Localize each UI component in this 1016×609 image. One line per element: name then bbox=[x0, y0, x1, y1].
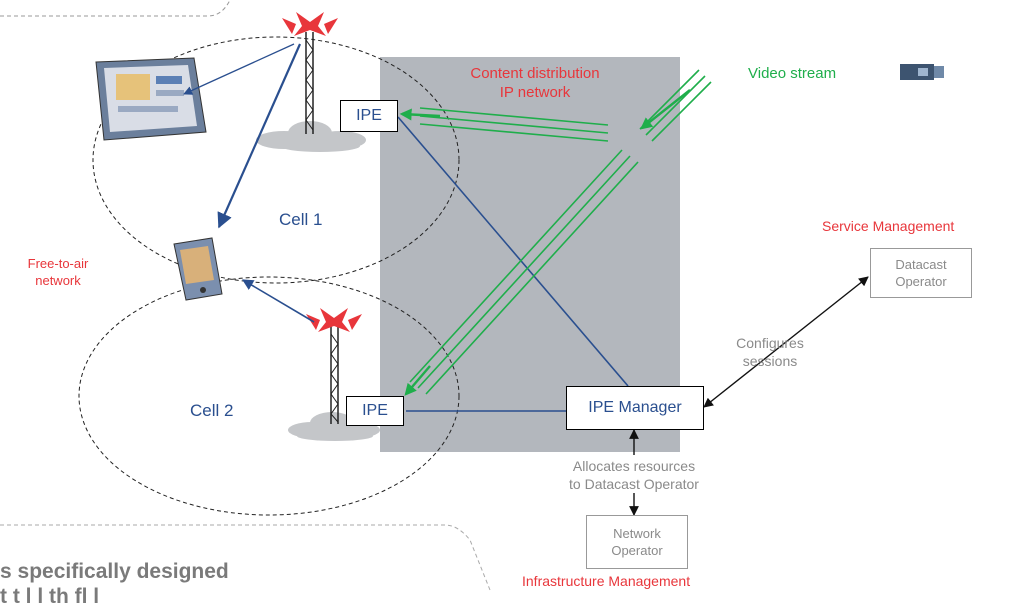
network-op-line1: Network bbox=[613, 526, 661, 541]
service-management-label: Service Management bbox=[822, 218, 955, 234]
video-camera-icon bbox=[900, 64, 944, 80]
network-line: network bbox=[35, 273, 81, 288]
sessions-line: sessions bbox=[742, 353, 798, 369]
link-ipe-top-to-manager bbox=[397, 116, 629, 387]
video-stream-label: Video stream bbox=[748, 65, 837, 82]
broadcast-arrow-to-tablet bbox=[183, 43, 295, 95]
network-op-line2: Operator bbox=[611, 543, 663, 558]
ipe-manager-box: IPE Manager bbox=[566, 386, 704, 430]
pda-device-icon bbox=[173, 237, 223, 301]
cell1-coverage bbox=[92, 36, 460, 284]
ipe-box-top: IPE bbox=[340, 100, 398, 132]
content-distribution-line: Content distribution bbox=[470, 65, 600, 82]
free-to-air-line: Free-to-air bbox=[27, 256, 89, 271]
ipe-box-bottom: IPE bbox=[346, 396, 404, 426]
allocates-line1: Allocates resources bbox=[572, 458, 696, 474]
cloud-icon bbox=[288, 412, 380, 441]
antenna-tower-icon bbox=[282, 12, 338, 134]
video-stream-to-ipe-top bbox=[399, 107, 609, 142]
allocates-line2: to Datacast Operator bbox=[569, 476, 699, 492]
infrastructure-management-label: Infrastructure Management bbox=[522, 573, 691, 589]
video-stream-to-ipe-bottom bbox=[404, 149, 639, 396]
antenna-tower-icon bbox=[306, 308, 362, 424]
cell1-label: Cell 1 bbox=[279, 210, 323, 229]
top-dashed-frame bbox=[0, 0, 231, 17]
bottom-dashed-frame bbox=[0, 524, 491, 591]
arrow-datacast-to-manager bbox=[703, 276, 869, 408]
cell2-coverage bbox=[78, 276, 460, 516]
free-to-air-label: Free-to-air network bbox=[0, 255, 116, 289]
configures-line: Configures bbox=[736, 335, 804, 351]
datacast-line1: Datacast bbox=[895, 257, 947, 272]
broadcast-arrow-cell2-to-pda bbox=[242, 279, 315, 323]
broadcast-arrow-to-pda bbox=[217, 43, 302, 229]
allocates-resources-label: Allocates resources to Datacast Operator bbox=[544, 457, 724, 493]
tablet-device-icon bbox=[95, 57, 207, 141]
configures-sessions-label: Configures sessions bbox=[720, 334, 820, 370]
diagram-canvas bbox=[0, 0, 944, 591]
cell2-label: Cell 2 bbox=[190, 401, 234, 420]
cloud-icon bbox=[256, 121, 366, 152]
cut-body-text-line1: s specifically designed bbox=[0, 560, 229, 583]
datacast-line2: Operator bbox=[895, 274, 947, 289]
content-distribution-label: Content distribution IP network bbox=[450, 64, 620, 102]
cut-body-text-line2: t t l l th fl l bbox=[0, 585, 100, 608]
ip-network-line: IP network bbox=[499, 84, 571, 101]
video-stream-input bbox=[639, 69, 712, 142]
